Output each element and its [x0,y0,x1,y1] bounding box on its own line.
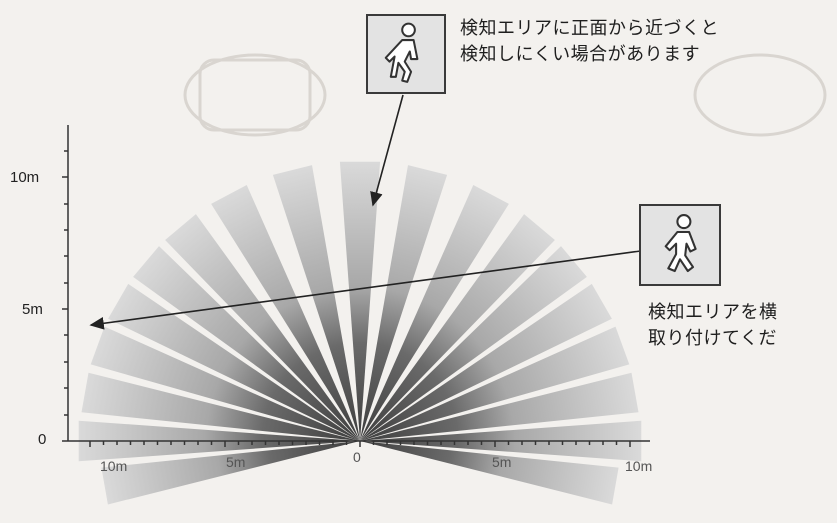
detection-beam [101,441,361,505]
detection-beam [360,246,587,441]
detection-beam [211,185,360,441]
caption-line: 取り付けてくだ [648,328,777,349]
detection-beam [360,214,555,441]
detection-beam [108,283,360,441]
y-axis [62,125,69,442]
detection-beam [360,283,612,441]
front-approach-arrow [370,94,404,207]
side-crossing-caption: 検知エリアを横 取り付けてくだ [648,300,778,352]
caption-line: 検知エリアを横 [648,302,778,323]
detection-beam [360,441,619,505]
x-tick-label-right-5m: 5m [492,454,511,470]
front-approach-caption: 検知エリアに正面から近づくと 検知しにくい場合があります [460,16,719,68]
detection-beam [272,165,360,441]
detection-beam [133,246,360,441]
detection-beam [360,165,448,441]
x-tick-label-right-10m: 10m [625,458,652,474]
caption-line: 検知しにくい場合があります [460,44,701,65]
detection-beam [165,214,360,441]
x-tick-label-left-5m: 5m [226,454,245,470]
y-tick-label-5m: 5m [22,301,43,318]
detection-beam [90,326,360,441]
background-illustration [183,53,827,137]
caption-line: 検知エリアに正面から近づくと [460,18,719,39]
x-tick-label-0: 0 [353,449,361,465]
detection-beam [360,372,639,441]
walking-person-icon [384,22,419,83]
detection-beam [360,185,509,441]
x-tick-label-left-10m: 10m [100,458,127,474]
detection-beam [339,161,381,441]
detection-beam [360,326,630,441]
x-axis [68,440,650,447]
walking-person-icon [664,214,697,273]
detection-beam [81,372,360,441]
y-tick-label-10m: 10m [10,169,39,186]
y-tick-label-0: 0 [38,431,46,448]
side-crossing-arrow [89,249,649,330]
front-walker-box [366,14,446,94]
side-walker-box [639,204,721,286]
